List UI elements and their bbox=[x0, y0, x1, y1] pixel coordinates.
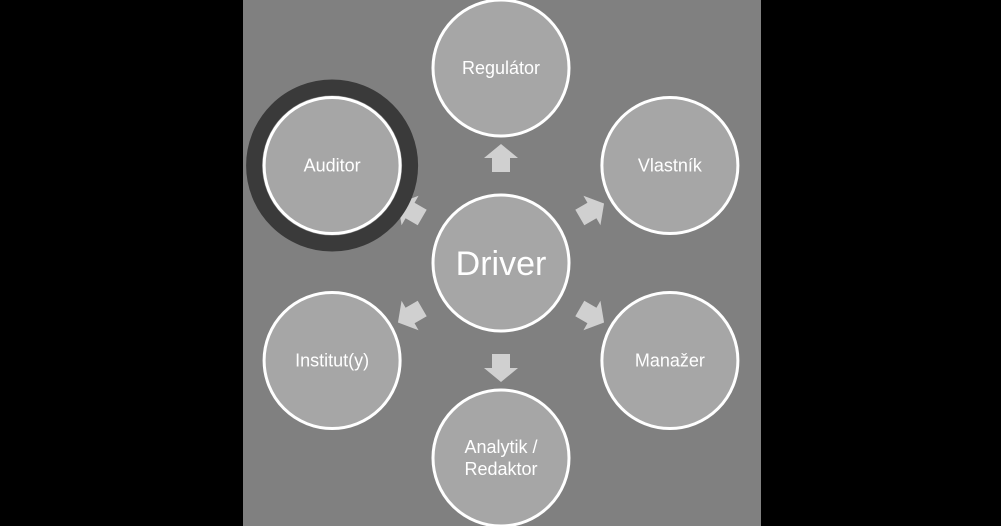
node-vlastnik: Vlastník bbox=[600, 96, 740, 235]
node-label: Vlastník bbox=[638, 156, 703, 176]
node-manazer: Manažer bbox=[600, 291, 740, 430]
node-circle bbox=[262, 291, 402, 430]
node-label: Redaktor bbox=[464, 459, 537, 479]
arrow-to-instituty bbox=[397, 300, 427, 331]
node-circle bbox=[431, 0, 571, 138]
node-auditor: Auditor bbox=[246, 79, 419, 252]
node-circle bbox=[600, 291, 740, 430]
node-circle bbox=[262, 96, 402, 235]
arrow-to-analytik bbox=[484, 354, 518, 382]
node-label: Auditor bbox=[304, 156, 361, 176]
node-analytik: Analytik /Redaktor bbox=[431, 388, 571, 526]
arrow-to-regulator bbox=[484, 144, 518, 172]
node-label: Institut(y) bbox=[295, 351, 369, 371]
node-label: Analytik / bbox=[464, 437, 537, 457]
center-label: Driver bbox=[456, 245, 547, 283]
arrow-to-vlastnik bbox=[575, 195, 605, 226]
highlight-ring bbox=[246, 79, 419, 252]
node-regulator: Regulátor bbox=[431, 0, 571, 138]
node-circle bbox=[431, 388, 571, 526]
center-layer: Driver bbox=[431, 193, 571, 333]
arrow-to-manazer bbox=[575, 300, 605, 331]
center-circle bbox=[431, 193, 571, 333]
node-label: Regulátor bbox=[462, 58, 540, 78]
node-instituty: Institut(y) bbox=[262, 291, 402, 430]
node-circle bbox=[600, 96, 740, 235]
node-label: Manažer bbox=[635, 351, 705, 371]
